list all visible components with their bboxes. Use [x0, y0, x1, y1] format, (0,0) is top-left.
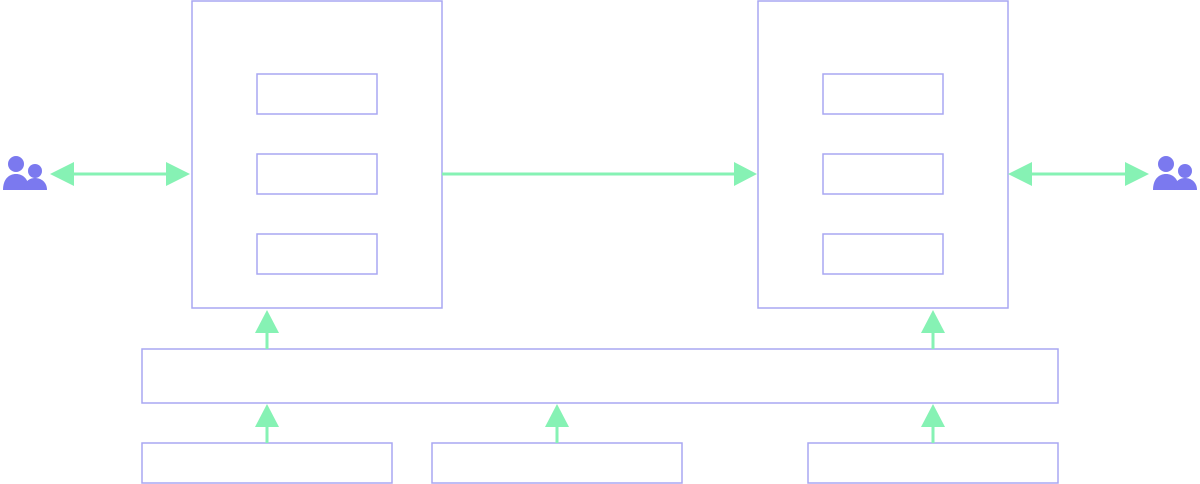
right-inner-item-3 — [822, 233, 944, 275]
source-3-arrow-head — [921, 404, 945, 427]
source-2-arrow — [545, 404, 569, 443]
source-1-arrow-head — [255, 404, 279, 427]
right-inner-item-1 — [822, 73, 944, 115]
left-users-icon — [3, 156, 47, 190]
left-arrow-head-west — [50, 162, 74, 186]
left-arrow-head-east — [166, 162, 190, 186]
bar-to-left-container-head — [255, 310, 279, 333]
right-inner-item-2 — [822, 153, 944, 195]
left-inner-item-3 — [256, 233, 378, 275]
right-bidirectional-arrow — [1008, 162, 1149, 186]
bottom-source-box-2 — [431, 442, 683, 484]
bottom-source-box-3 — [807, 442, 1059, 484]
right-arrow-head-west — [1008, 162, 1032, 186]
source-1-arrow — [255, 404, 279, 443]
bar-to-left-container-arrow — [255, 310, 279, 349]
center-arrow-head — [734, 162, 757, 186]
right-users-icon — [1153, 156, 1197, 190]
left-inner-item-2 — [256, 153, 378, 195]
right-arrow-head-east — [1125, 162, 1149, 186]
bar-to-right-container-arrow — [921, 310, 945, 349]
left-bidirectional-arrow — [50, 162, 190, 186]
source-2-arrow-head — [545, 404, 569, 427]
bar-to-right-container-head — [921, 310, 945, 333]
center-arrow — [442, 162, 757, 186]
source-3-arrow — [921, 404, 945, 443]
shared-bar-box — [141, 348, 1059, 404]
left-inner-item-1 — [256, 73, 378, 115]
bottom-source-box-1 — [141, 442, 393, 484]
